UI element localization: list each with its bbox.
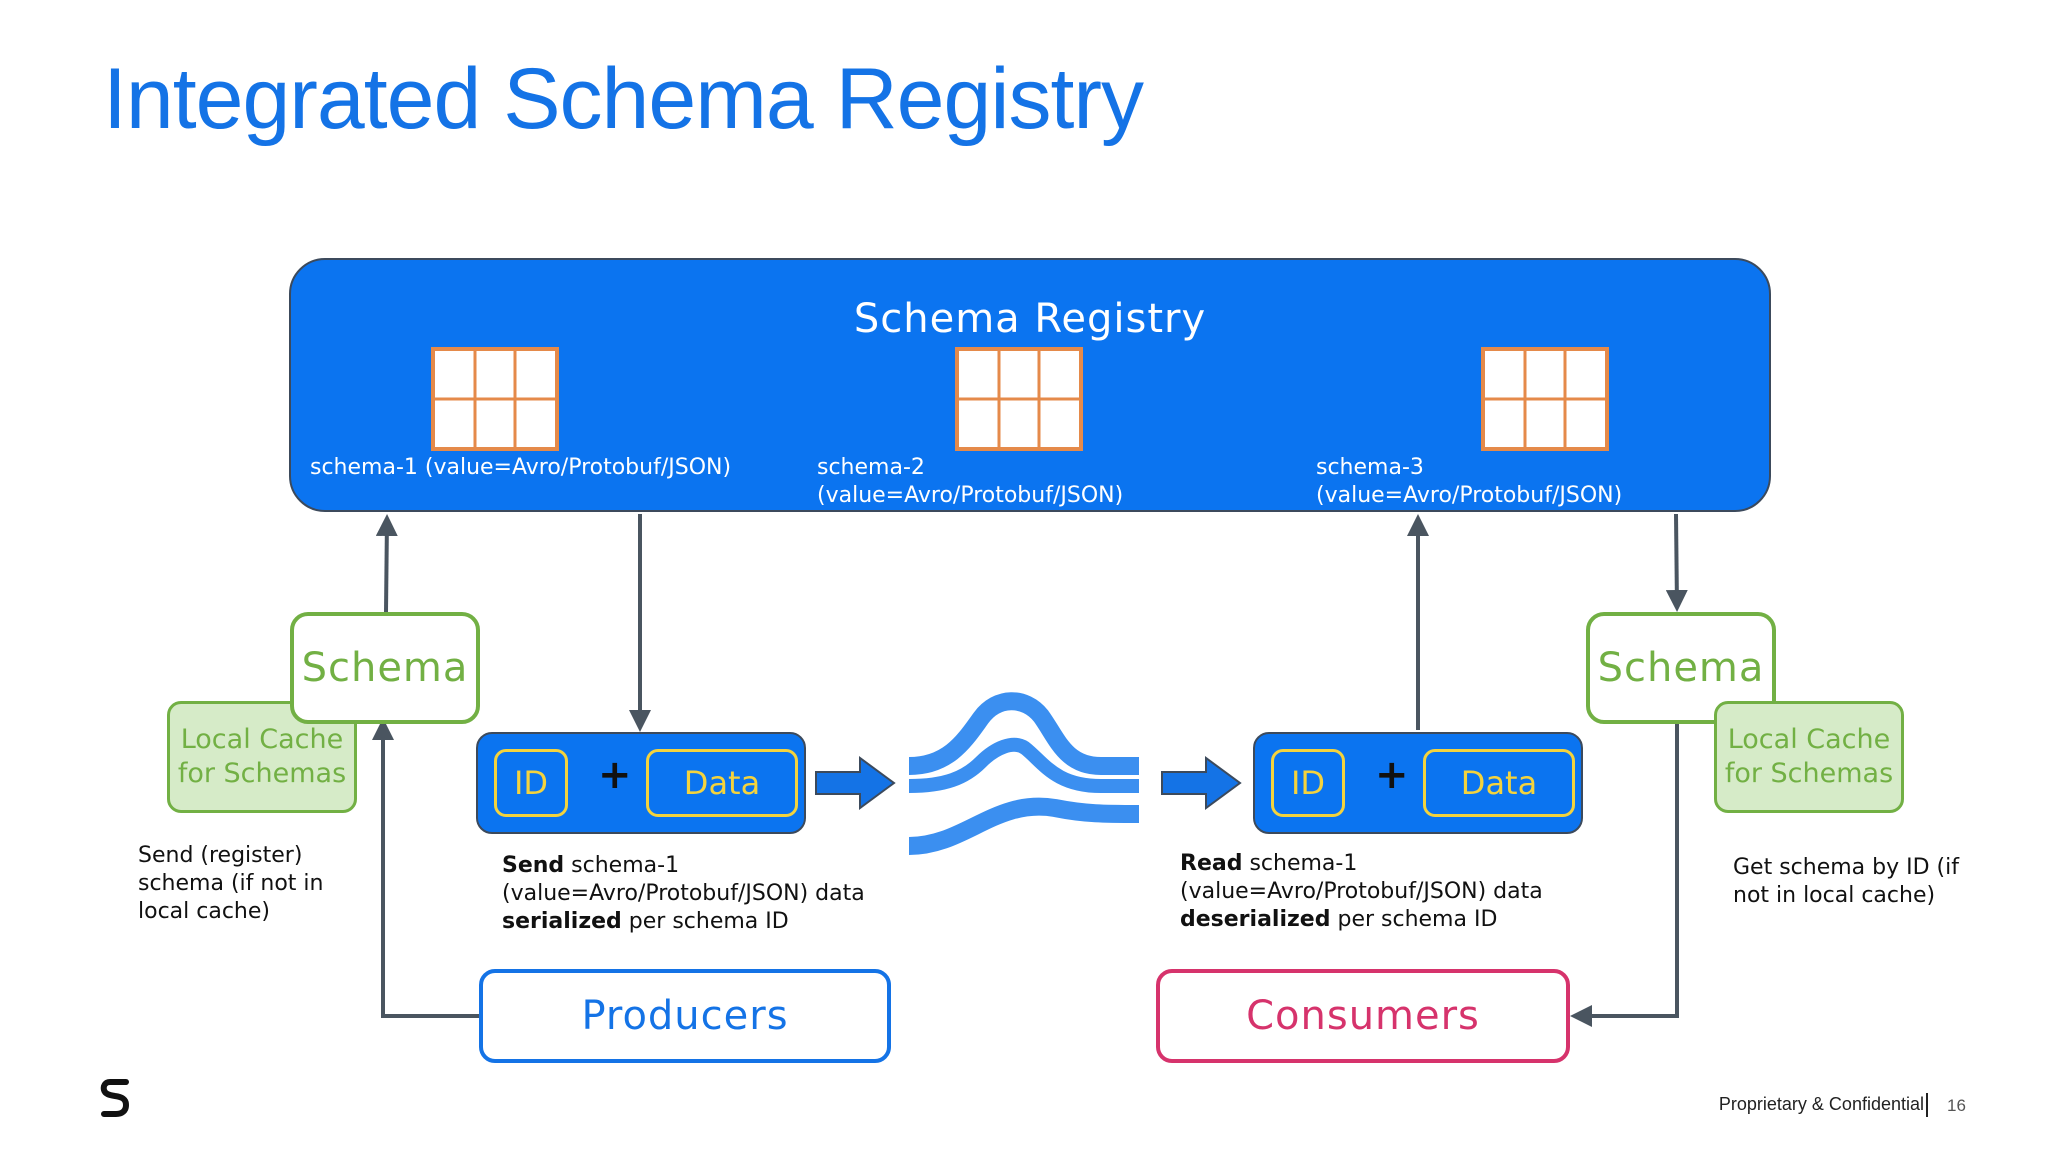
footer-separator xyxy=(1926,1093,1928,1117)
caption-verb: Send xyxy=(502,853,565,878)
caption-line2: (value=Avro/Protobuf/JSON) data xyxy=(1180,879,1543,904)
flow-arrow-icon xyxy=(815,756,896,810)
table-icon xyxy=(955,347,1083,451)
page-title: Integrated Schema Registry xyxy=(103,51,1144,147)
arrow-schema-to-registry xyxy=(375,514,398,613)
kafka-stream-icon xyxy=(908,692,1140,855)
producer-caption: Send schema-1 (value=Avro/Protobuf/JSON)… xyxy=(502,852,865,936)
page-number: 16 xyxy=(1947,1096,1966,1115)
right-local-cache-box: Local Cache for Schemas xyxy=(1714,701,1904,813)
caption-line1: schema-1 xyxy=(1242,851,1358,876)
id-pill: ID xyxy=(494,749,568,817)
id-pill: ID xyxy=(1271,749,1345,817)
caption-verb: Read xyxy=(1180,851,1243,876)
schema-2-label: schema-2 (value=Avro/Protobuf/JSON) xyxy=(817,455,1124,508)
schema-1-label: schema-1 (value=Avro/Protobuf/JSON) xyxy=(310,455,732,480)
right-note: Get schema by ID (if not in local cache) xyxy=(1733,855,1959,908)
caption-emph: deserialized xyxy=(1180,907,1331,932)
data-pill: Data xyxy=(1423,749,1575,817)
flow-arrow-icon xyxy=(1161,756,1242,810)
arrow-registry-to-schema xyxy=(1665,513,1688,612)
caption-line3: per schema ID xyxy=(621,909,789,934)
table-icon xyxy=(431,347,559,451)
plus-sign: + xyxy=(598,752,632,798)
plus-sign: + xyxy=(1375,752,1409,798)
producers-box: Producers xyxy=(479,969,891,1063)
consumer-caption: Read schema-1 (value=Avro/Protobuf/JSON)… xyxy=(1180,850,1543,934)
left-note: Send (register) schema (if not in local … xyxy=(138,843,324,924)
table-icon xyxy=(1481,347,1609,451)
caption-line1: schema-1 xyxy=(564,853,680,878)
consumers-box: Consumers xyxy=(1156,969,1570,1063)
schema-3-label: schema-3 (value=Avro/Protobuf/JSON) xyxy=(1316,455,1623,508)
caption-line2: (value=Avro/Protobuf/JSON) data xyxy=(502,881,865,906)
consumer-message-box: ID + Data xyxy=(1253,732,1583,834)
arrow-producers-to-schema xyxy=(372,718,479,1018)
arrow-schema-to-consumers xyxy=(1570,722,1679,1027)
producer-message-box: ID + Data xyxy=(476,732,806,834)
registry-title: Schema Registry xyxy=(853,296,1207,342)
left-schema-box: Schema xyxy=(290,612,480,724)
company-logo-icon xyxy=(100,1079,130,1117)
footer-confidential: Proprietary & Confidential xyxy=(1718,1094,1924,1114)
caption-line3: per schema ID xyxy=(1330,907,1498,932)
data-pill: Data xyxy=(646,749,798,817)
caption-emph: serialized xyxy=(502,909,622,934)
